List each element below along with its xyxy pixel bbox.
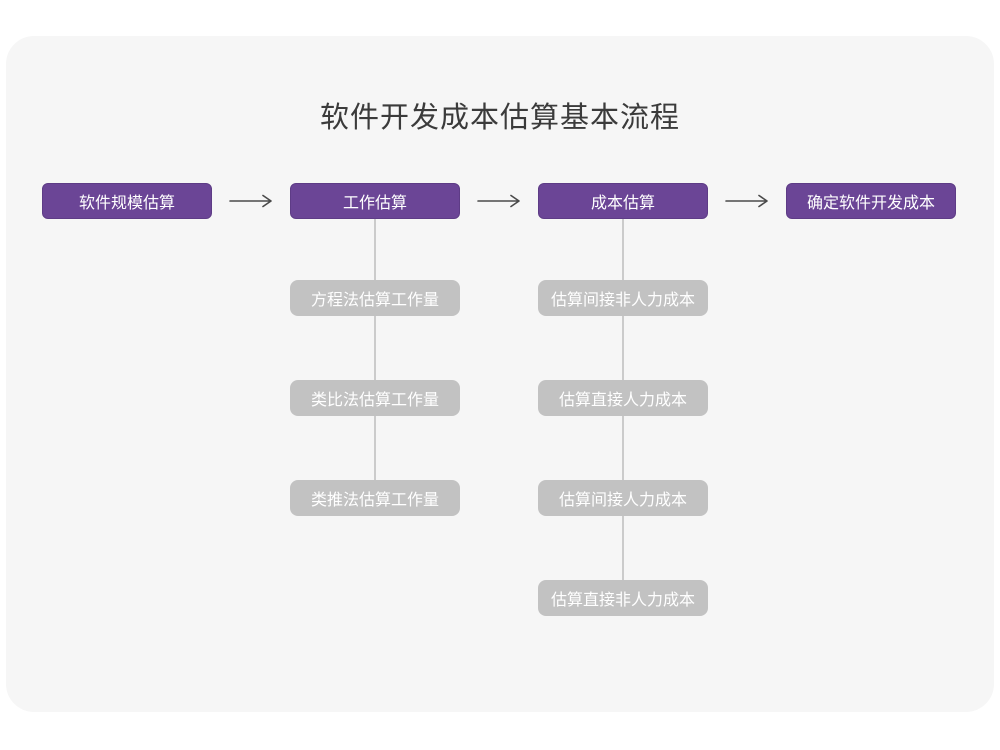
flow-subnode-extrapolation-method: 类推法估算工作量 <box>290 480 460 516</box>
flow-subnode-direct-nonlabor-cost: 估算直接非人力成本 <box>538 580 708 616</box>
arrow-right-icon <box>725 194 768 208</box>
flowchart-canvas <box>6 36 994 712</box>
flow-subnode-analogy-method: 类比法估算工作量 <box>290 380 460 416</box>
arrow-right-icon <box>229 194 272 208</box>
flow-subnode-equation-method: 方程法估算工作量 <box>290 280 460 316</box>
flow-node-work-estimation: 工作估算 <box>290 183 460 219</box>
flow-subnode-indirect-nonlabor-cost: 估算间接非人力成本 <box>538 280 708 316</box>
flow-node-cost-estimation: 成本估算 <box>538 183 708 219</box>
flow-node-software-scale-estimation: 软件规模估算 <box>42 183 212 219</box>
flow-subnode-indirect-labor-cost: 估算间接人力成本 <box>538 480 708 516</box>
arrow-right-icon <box>477 194 520 208</box>
connector-line-work <box>374 219 376 499</box>
flow-node-determine-dev-cost: 确定软件开发成本 <box>786 183 956 219</box>
page-title: 软件开发成本估算基本流程 <box>319 102 680 134</box>
flow-subnode-direct-labor-cost: 估算直接人力成本 <box>538 380 708 416</box>
